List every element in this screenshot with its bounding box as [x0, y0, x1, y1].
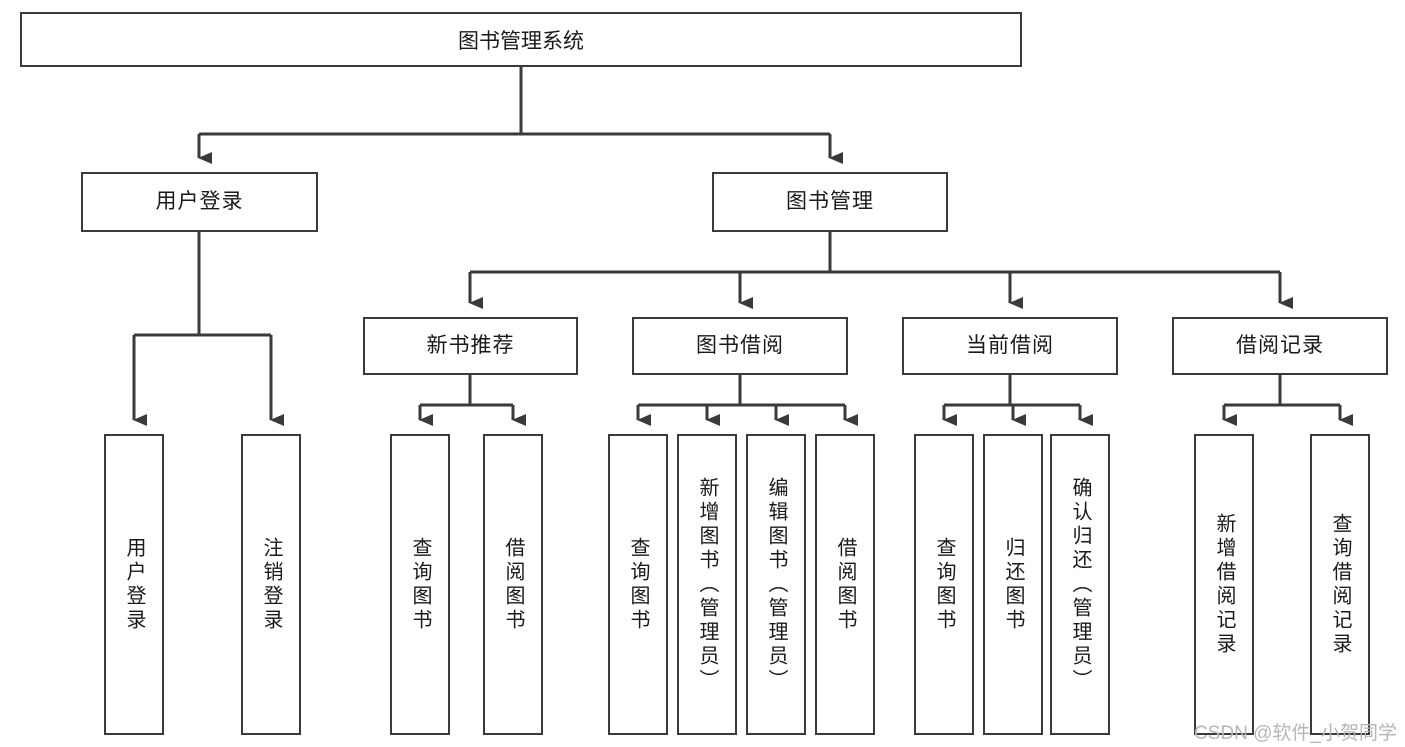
node-label: 查询图书: [627, 536, 649, 633]
node-user-login[interactable]: 用户登录: [81, 172, 318, 232]
leaf-user-login[interactable]: 用户登录: [104, 434, 164, 735]
node-book-manage[interactable]: 图书管理: [712, 172, 948, 232]
leaf-confirm-return[interactable]: 确认归还（管理员）: [1050, 434, 1110, 735]
leaf-borrow-book-2[interactable]: 借阅图书: [815, 434, 875, 735]
node-current-borrow[interactable]: 当前借阅: [902, 317, 1118, 375]
node-label: 归还图书: [1002, 536, 1024, 633]
leaf-return-book[interactable]: 归还图书: [983, 434, 1043, 735]
node-label: 借阅图书: [834, 536, 856, 633]
node-label: 编辑图书（管理员）: [765, 476, 787, 693]
node-label: 图书借阅: [696, 334, 784, 358]
node-borrow-record[interactable]: 借阅记录: [1172, 317, 1388, 375]
node-label: 注销登录: [260, 536, 282, 633]
node-label: 确认归还（管理员）: [1069, 476, 1091, 693]
node-label: 借阅记录: [1236, 334, 1324, 358]
leaf-query-book-3[interactable]: 查询图书: [914, 434, 974, 735]
node-label: 查询借阅记录: [1329, 512, 1351, 657]
node-label: 用户登录: [123, 536, 145, 633]
node-label: 图书管理系统: [458, 29, 584, 53]
node-new-book-recommend[interactable]: 新书推荐: [363, 317, 578, 375]
node-label: 图书管理: [786, 190, 874, 214]
leaf-query-record[interactable]: 查询借阅记录: [1310, 434, 1370, 735]
leaf-add-book[interactable]: 新增图书（管理员）: [677, 434, 737, 735]
leaf-query-book-2[interactable]: 查询图书: [608, 434, 668, 735]
node-root-system[interactable]: 图书管理系统: [20, 12, 1022, 67]
node-label: 新增借阅记录: [1213, 512, 1235, 657]
node-label: 借阅图书: [502, 536, 524, 633]
leaf-borrow-book-1[interactable]: 借阅图书: [483, 434, 543, 735]
node-label: 用户登录: [155, 190, 244, 214]
node-label: 查询图书: [933, 536, 955, 633]
leaf-edit-book[interactable]: 编辑图书（管理员）: [746, 434, 806, 735]
leaf-logout-login[interactable]: 注销登录: [241, 434, 301, 735]
node-book-borrow[interactable]: 图书借阅: [632, 317, 848, 375]
node-label: 查询图书: [409, 536, 431, 633]
leaf-query-book-1[interactable]: 查询图书: [390, 434, 450, 735]
node-label: 当前借阅: [966, 334, 1054, 358]
node-label: 新增图书（管理员）: [696, 476, 718, 693]
watermark-text: CSDN @软件_小贺同学: [1194, 723, 1397, 744]
node-label: 新书推荐: [426, 334, 515, 358]
leaf-add-record[interactable]: 新增借阅记录: [1194, 434, 1254, 735]
